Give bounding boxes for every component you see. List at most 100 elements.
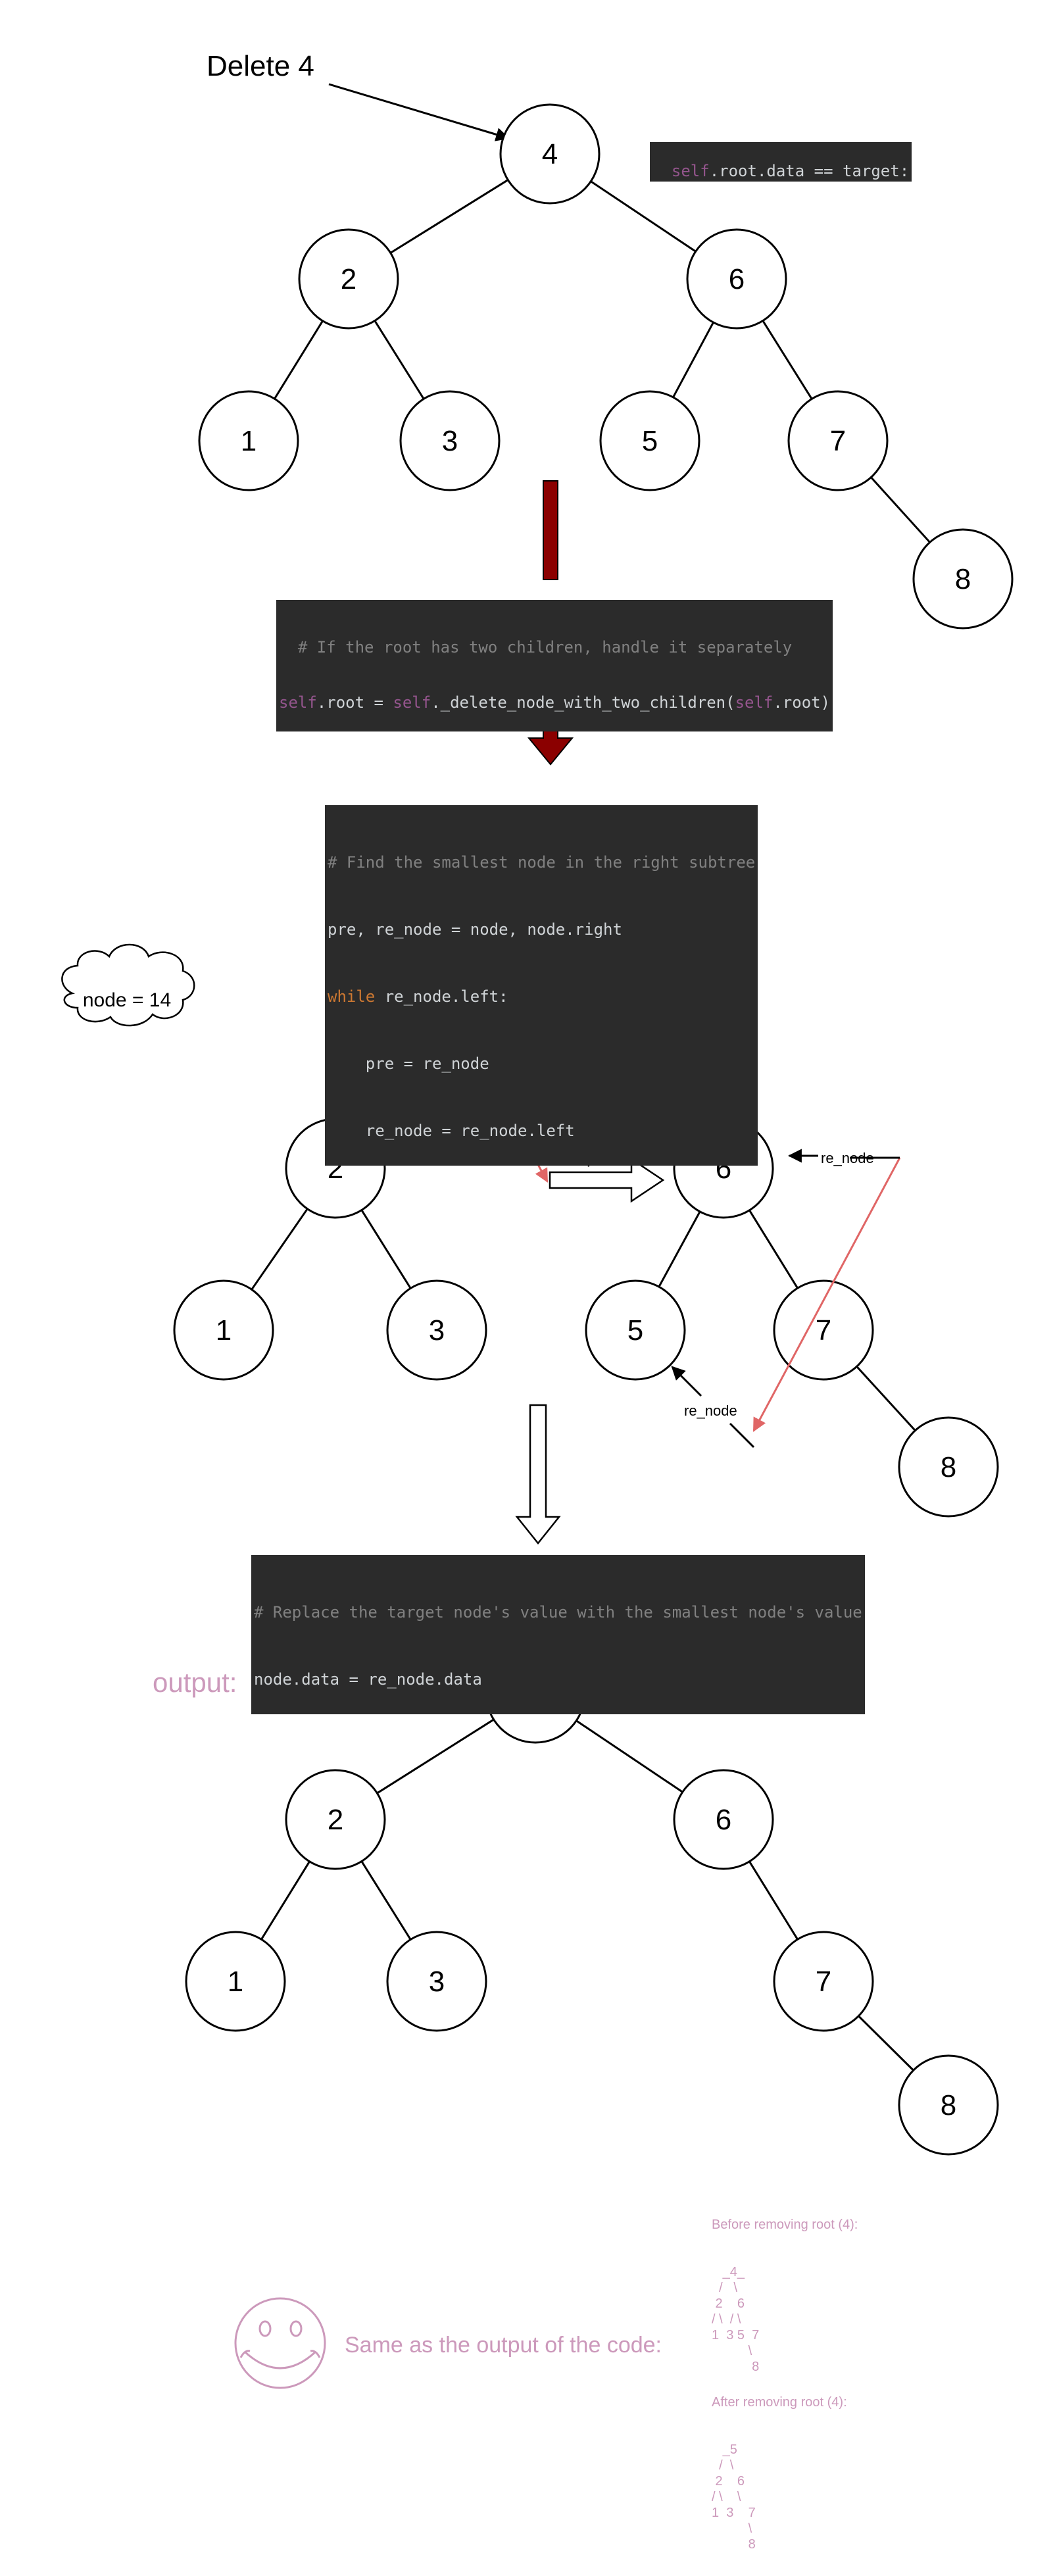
- code-find-line2: pre, re_node = node, node.right: [328, 920, 622, 939]
- tree-node-circle: [898, 1416, 999, 1518]
- code-cond-rest: .root.data == target:: [709, 162, 910, 180]
- tree-node-label: 6: [716, 1804, 731, 1836]
- tree-node-7: 7: [773, 1931, 874, 2032]
- tree-node-7: 7: [787, 390, 889, 491]
- tree-node-label: 1: [228, 1966, 243, 1998]
- tree-node-label: 4: [542, 138, 558, 170]
- ascii-line: \: [712, 2344, 752, 2358]
- code-root-condition: self.root.data == target:: [650, 142, 912, 182]
- tree-node-7: 7: [773, 1279, 874, 1381]
- dark-red-arrow-shaft: [543, 480, 558, 580]
- tree-node-8: 8: [898, 2054, 999, 2156]
- ascii-after-title: After removing root (4):: [712, 2395, 847, 2410]
- tree-edge-7-8: [858, 2015, 914, 2071]
- tree-node-label: 5: [642, 425, 658, 457]
- tree-node-circle: [686, 228, 787, 330]
- tree-edge-6-5: [672, 322, 714, 398]
- ascii-after-lines: _5 / \ 2 6/ \ \1 3 7 \ 8: [712, 2442, 847, 2552]
- ascii-line: / \ \: [712, 2490, 741, 2504]
- tree-edge-5-6: [576, 1720, 683, 1793]
- code-call-end: .root): [773, 693, 831, 712]
- tree-node-1: 1: [198, 390, 299, 491]
- re-node-line-2: [729, 1422, 755, 1449]
- tree-node-label: 1: [241, 425, 257, 457]
- tree-edge-2-1: [274, 320, 324, 399]
- red-path-line-2: [752, 1157, 901, 1432]
- tree-node-circle: [399, 390, 501, 491]
- tree-node-2: 2: [285, 1769, 386, 1870]
- ascii-line: / \: [712, 2458, 734, 2473]
- ascii-before-title: Before removing root (4):: [712, 2217, 858, 2232]
- tree-node-label: 3: [429, 1966, 445, 1998]
- tree-node-circle: [173, 1279, 274, 1381]
- tree-edge-2-1: [260, 1861, 310, 1940]
- cloud-label: node = 14: [83, 989, 171, 1011]
- same-as-label: Same as the output of the code:: [345, 2333, 662, 2358]
- code-while-cond: re_node.left:: [375, 987, 508, 1006]
- tree-node-circle: [198, 390, 299, 491]
- tree-node-label: 7: [830, 425, 846, 457]
- re-node-arrow-2: [671, 1366, 702, 1397]
- code-self-kw: self: [671, 162, 710, 180]
- tree-node-circle: [185, 1931, 286, 2032]
- ascii-line: _4_: [712, 2265, 745, 2279]
- delete-arrow: [328, 83, 510, 141]
- tree-edge-6-7: [748, 1210, 798, 1289]
- ascii-before: Before removing root (4): _4_ / \ 2 6/ \…: [712, 2185, 858, 2390]
- code-self-2: self: [393, 693, 431, 712]
- tree-node-1: 1: [173, 1279, 274, 1381]
- tree-node-circle: [386, 1931, 487, 2032]
- ascii-line: / \ / \: [712, 2312, 741, 2327]
- re-node-label-1: re_node: [821, 1150, 874, 1166]
- output-label: output:: [153, 1667, 237, 1698]
- tree-edge-6-7: [762, 320, 813, 400]
- re-node-label-2: re_node: [684, 1402, 737, 1419]
- code-root-assign: .root =: [316, 693, 393, 712]
- tree-node-circle: [673, 1769, 774, 1870]
- code-replace-comment: # Replace the target node's value with t…: [254, 1603, 862, 1622]
- tree-edge-2-1: [251, 1208, 308, 1291]
- tree-edge-7-8: [856, 1366, 916, 1431]
- tree-node-2: 2: [298, 228, 399, 330]
- ascii-after: After removing root (4): _5 / \ 2 6/ \ \…: [712, 2363, 847, 2568]
- ascii-line: 1 3 7: [712, 2506, 756, 2520]
- pre-arrow-2: [549, 1157, 665, 1203]
- ascii-line: _5: [712, 2442, 737, 2457]
- tree-edge-6-5: [658, 1211, 701, 1287]
- tree-node-label: 3: [429, 1314, 445, 1347]
- hollow-down-arrow: [515, 1404, 561, 1545]
- code-self-3: self: [735, 693, 773, 712]
- ascii-line: 8: [712, 2360, 760, 2374]
- tree-edge-2-3: [374, 320, 425, 400]
- tree-node-label: 8: [941, 2089, 956, 2121]
- tree-node-1: 1: [185, 1931, 286, 2032]
- code-replace: # Replace the target node's value with t…: [251, 1555, 865, 1714]
- tree-node-circle: [787, 390, 889, 491]
- tree-node-circle: [912, 528, 1014, 630]
- tree-node-circle: [898, 2054, 999, 2156]
- tree-node-3: 3: [386, 1279, 487, 1381]
- tree-node-6: 6: [673, 1769, 774, 1870]
- code-self-1: self: [279, 693, 317, 712]
- ascii-line: 2 6: [712, 2296, 745, 2311]
- cloud-shape: [61, 943, 195, 1027]
- tree-node-circle: [773, 1931, 874, 2032]
- code-replace-line2: node.data = re_node.data: [254, 1670, 482, 1689]
- tree-edge-4-2: [389, 179, 509, 254]
- tree-node-circle: [386, 1279, 487, 1381]
- delete-label: Delete 4: [207, 50, 314, 82]
- ascii-line: \: [712, 2521, 752, 2536]
- tree-node-circle: [585, 1279, 686, 1381]
- code-method-call: ._delete_node_with_two_children(: [431, 693, 735, 712]
- output-tree: 5261378: [185, 1643, 999, 2156]
- tree-node-circle: [499, 103, 601, 205]
- tree-node-3: 3: [386, 1931, 487, 2032]
- tree-node-label: 7: [816, 1966, 831, 1998]
- smiley-icon: [234, 2297, 326, 2389]
- code-find-line4: pre = re_node: [328, 1054, 489, 1073]
- tree-node-label: 8: [955, 563, 971, 595]
- tree-edge-2-3: [360, 1209, 412, 1289]
- tree-edge-2-3: [360, 1860, 412, 1941]
